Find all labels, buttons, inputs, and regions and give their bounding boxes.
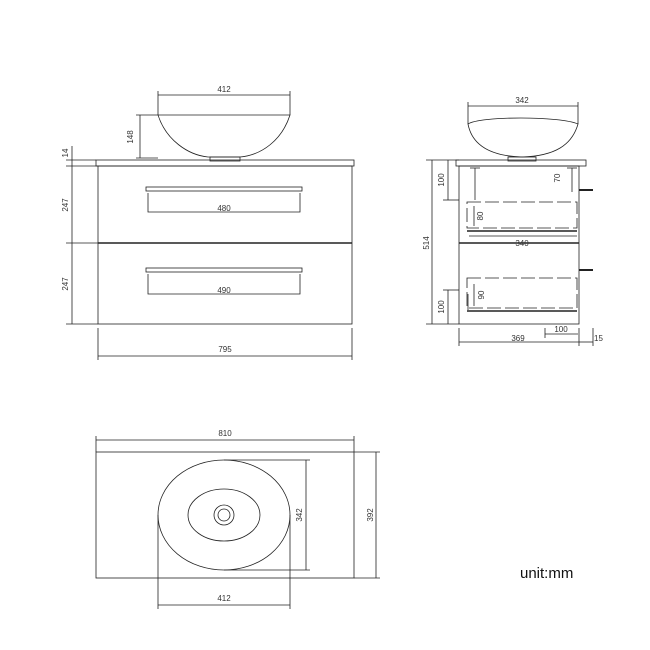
- top-basin-inner: [187, 488, 261, 542]
- side-top-gap-label: 100: [437, 173, 446, 187]
- top-counter-width-label: 810: [218, 429, 232, 438]
- front-basin-drain: [209, 156, 241, 162]
- top-view: [95, 436, 380, 609]
- front-top-thickness-label: 14: [61, 148, 70, 157]
- top-basin-drain-outer: [213, 504, 235, 526]
- side-cabinet-depth-label: 369: [511, 334, 525, 343]
- side-shelf-top-label: 80: [476, 211, 485, 220]
- front-handle-top: [145, 186, 303, 192]
- front-handle-bottom-width-label: 490: [217, 286, 231, 295]
- side-shelf-bottom-label: 90: [477, 290, 486, 299]
- side-upper-inner-label: 70: [553, 173, 562, 182]
- front-basin-outline: [157, 114, 291, 158]
- front-view: [66, 91, 355, 360]
- side-bottom-gap-label: 100: [437, 300, 446, 314]
- side-upper-drawer: [466, 201, 578, 229]
- side-lower-drawer: [466, 277, 578, 309]
- top-basin-width-label: 412: [217, 594, 231, 603]
- top-basin-depth-label: 342: [295, 508, 304, 522]
- front-cabinet-body: [97, 165, 353, 325]
- side-basin-depth-label: 342: [515, 96, 529, 105]
- front-cabinet-width-label: 795: [218, 345, 232, 354]
- side-handle-depth-label: 15: [594, 334, 603, 343]
- front-basin-height-label: 148: [126, 130, 135, 144]
- side-total-height-label: 514: [422, 236, 431, 250]
- unit-label: unit:mm: [520, 565, 573, 582]
- side-view: [426, 102, 594, 346]
- front-drawer-bottom-height-label: 247: [61, 277, 70, 291]
- side-cabinet-body: [458, 165, 580, 325]
- side-rail-offset-label: 100: [554, 325, 568, 334]
- dimension-labels: 412 148 14 247 247 480 490 795 342 514 1…: [61, 85, 603, 603]
- top-countertop: [95, 451, 355, 579]
- top-basin-drain-inner: [217, 508, 231, 522]
- side-basin-outline: [467, 117, 579, 158]
- side-basin-drain: [507, 156, 537, 162]
- side-inner-depth-label: 340: [515, 239, 529, 248]
- top-basin-outer: [157, 459, 291, 571]
- front-drawer-top-height-label: 247: [61, 198, 70, 212]
- front-basin-width-label: 412: [217, 85, 231, 94]
- front-handle-top-width-label: 480: [217, 204, 231, 213]
- top-counter-depth-label: 392: [366, 508, 375, 522]
- front-handle-bottom: [145, 267, 303, 273]
